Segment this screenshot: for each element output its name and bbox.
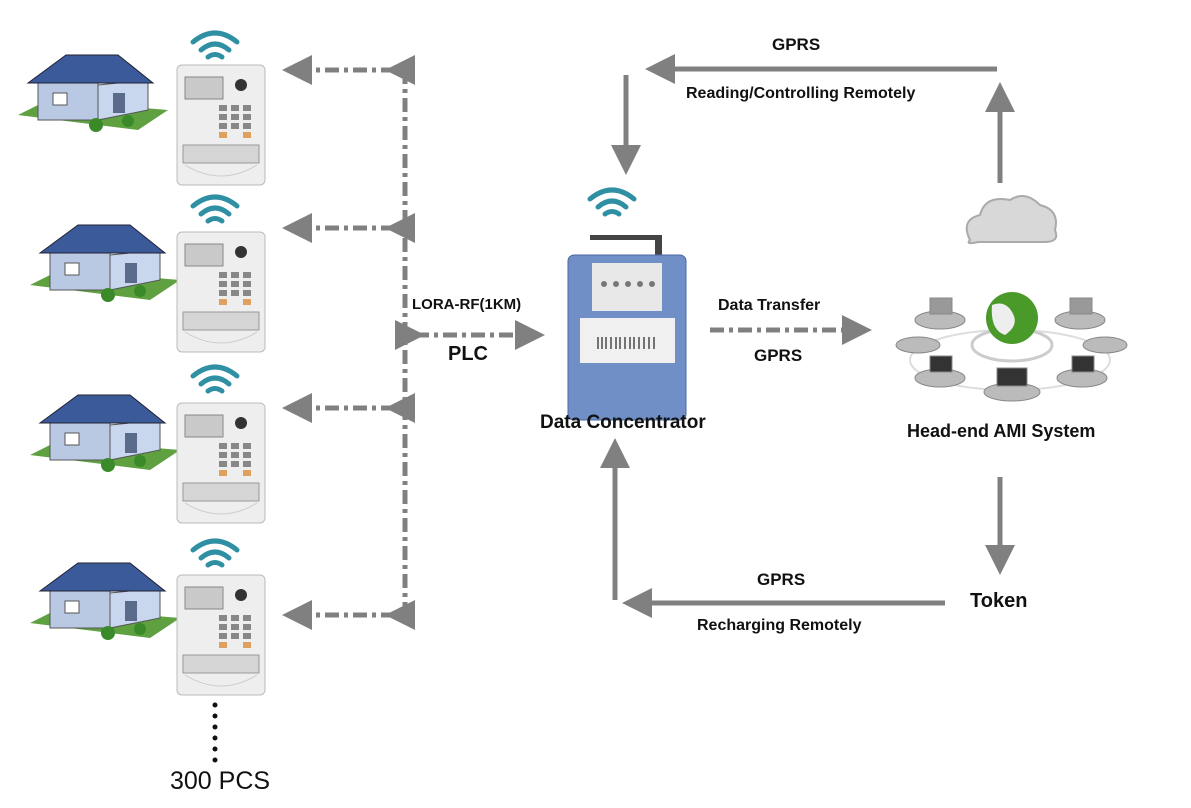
- smart-meter-icon: [176, 402, 266, 524]
- gprs-bottom-label: GPRS: [757, 570, 806, 589]
- more-dots: [212, 702, 218, 763]
- wifi-icon: [193, 541, 237, 565]
- house-icon: [29, 562, 181, 641]
- reading-label: Reading/Controlling Remotely: [686, 85, 916, 102]
- wifi-icon: [193, 367, 237, 391]
- data-transfer-label: Data Transfer: [718, 297, 821, 314]
- house-meter-3: [29, 367, 266, 524]
- gprs-mid-label: GPRS: [754, 346, 803, 365]
- lora-label: LORA-RF(1KM): [412, 296, 522, 313]
- gprs-top-label: GPRS: [772, 35, 821, 54]
- wifi-icon: [590, 190, 634, 214]
- data-concentrator-icon: [567, 190, 687, 421]
- house-meter-4: [29, 541, 266, 696]
- headend-label: Head-end AMI System: [907, 421, 1096, 441]
- house-meter-1: [17, 33, 266, 186]
- wifi-icon: [193, 197, 237, 221]
- count-label: 300 PCS: [170, 767, 271, 795]
- plc-label: PLC: [448, 343, 488, 365]
- head-end-ami-icon: [895, 195, 1128, 402]
- house-icon: [29, 394, 181, 473]
- smart-meter-icon: [176, 64, 266, 186]
- concentrator-label: Data Concentrator: [540, 412, 706, 433]
- lora-bus: [282, 55, 872, 630]
- token-label: Token: [970, 590, 1028, 612]
- recharging-label: Recharging Remotely: [697, 617, 862, 634]
- smart-meter-icon: [176, 231, 266, 353]
- gprs-arrows: [600, 54, 1015, 618]
- house-meter-2: [29, 197, 266, 353]
- house-icon: [29, 224, 181, 303]
- smart-meter-icon: [176, 574, 266, 696]
- cloud-icon: [965, 195, 1058, 245]
- wifi-icon: [193, 33, 237, 57]
- house-icon: [17, 54, 169, 133]
